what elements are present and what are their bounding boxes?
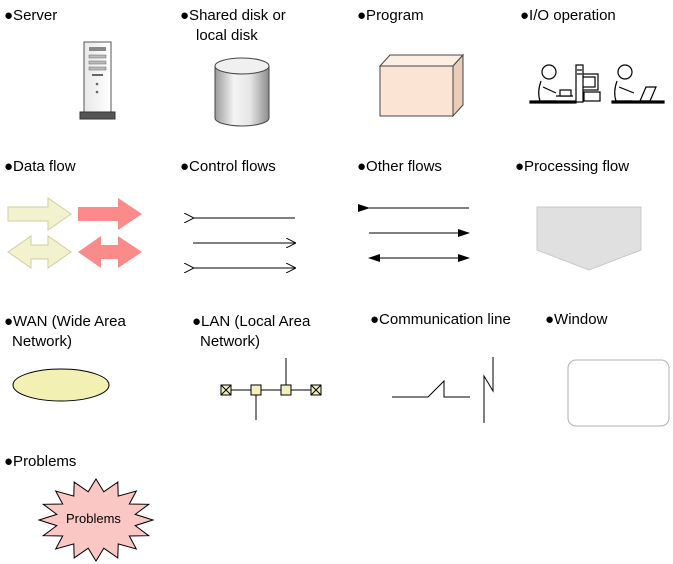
label-problems: ●Problems	[4, 453, 77, 470]
label-wan-line2: Network)	[12, 333, 73, 350]
label-other-flows: ●Other flows	[357, 158, 442, 175]
label-server: ●Server	[4, 7, 58, 24]
label-processing-flow: ●Processing flow	[515, 158, 630, 175]
ellipse-icon	[12, 368, 110, 402]
label-shared-disk-line2: local disk	[196, 27, 258, 44]
data-flow-arrows-icon	[7, 197, 142, 269]
server-icon	[79, 41, 116, 120]
pentagon-down-icon	[536, 206, 642, 271]
lightning-line-icon	[392, 357, 494, 423]
label-lan-line2: Network)	[200, 333, 261, 350]
label-wan-line1: ●WAN (Wide Area	[4, 313, 126, 330]
lan-bus-icon	[220, 358, 322, 420]
label-window: ●Window	[545, 311, 608, 328]
problems-shape-text: Problems	[66, 511, 121, 526]
label-io-operation: ●I/O operation	[520, 7, 616, 24]
operator-terminal-icon	[529, 64, 665, 104]
rounded-rect-icon	[567, 359, 670, 427]
label-communication-line: ●Communication line	[370, 311, 511, 328]
other-flow-arrows-icon	[358, 204, 470, 262]
starburst-icon	[37, 478, 155, 562]
label-lan-line1: ●LAN (Local Area	[192, 313, 311, 330]
program-box-icon	[378, 53, 465, 118]
label-shared-disk-line1: ●Shared disk or	[180, 7, 286, 24]
label-control-flows: ●Control flows	[180, 158, 276, 175]
label-data-flow: ●Data flow	[4, 158, 76, 175]
control-flow-arrows-icon	[193, 218, 295, 268]
label-program: ●Program	[357, 7, 424, 24]
disk-cylinder-icon	[214, 57, 270, 127]
